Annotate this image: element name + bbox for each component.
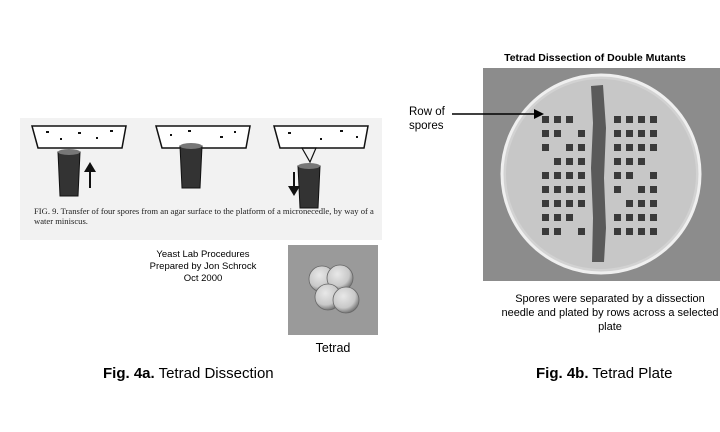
fig9-caption: FIG. 9. Transfer of four spores from an … (34, 206, 374, 226)
spore-spot (566, 158, 573, 165)
spore-spot (566, 116, 573, 123)
spore-spot (614, 144, 621, 151)
spore-spot (626, 228, 633, 235)
spore-spot (626, 214, 633, 221)
spore-spot (614, 172, 621, 179)
spore-spot (638, 130, 645, 137)
spore-spot (650, 116, 657, 123)
spore-spot (638, 186, 645, 193)
spore-spot (578, 228, 585, 235)
credit-line: Oct 2000 (183, 273, 223, 284)
spore-spot (542, 144, 549, 151)
spore-spot (638, 144, 645, 151)
spore-spot (650, 228, 657, 235)
credit-line: Yeast Lab Procedures (156, 249, 250, 260)
spore-spot (566, 214, 573, 221)
spore-spot (638, 158, 645, 165)
fig-4b-label: Fig. 4b. Tetrad Plate (536, 365, 672, 382)
spore-spot (614, 228, 621, 235)
spore-spot (566, 172, 573, 179)
row-label-line: spores (409, 120, 444, 132)
fig-4a-label: Fig. 4a. Tetrad Dissection (103, 365, 274, 382)
spore-spot (638, 214, 645, 221)
spore-spot (554, 186, 561, 193)
credit-line: Prepared by Jon Schrock (149, 261, 257, 272)
fig9-illustration: FIG. 9. Transfer of four spores from an … (20, 118, 382, 240)
spore-spot (554, 200, 561, 207)
spore-spot (578, 186, 585, 193)
spore-spot (626, 116, 633, 123)
row-of-spores-label: Row of spores (409, 105, 445, 133)
credit-block: Yeast Lab Procedures Prepared by Jon Sch… (138, 249, 268, 285)
spore-spot (650, 144, 657, 151)
micro-needle-drawing (31, 125, 369, 209)
spore-spot (650, 214, 657, 221)
spore-spot (542, 200, 549, 207)
spore-spot (554, 214, 561, 221)
tetrad-micrograph (288, 245, 378, 335)
spore-spot (578, 130, 585, 137)
spore-spot (554, 130, 561, 137)
spore-spot (554, 228, 561, 235)
spore-spot (578, 200, 585, 207)
spore-spot (638, 228, 645, 235)
spore-spot (626, 144, 633, 151)
spore-spot (578, 158, 585, 165)
spore-spot (650, 172, 657, 179)
spore-spot (626, 200, 633, 207)
spore-spot (626, 172, 633, 179)
spore-spot (614, 116, 621, 123)
spore-spot (566, 144, 573, 151)
plate-description: Spores were separated by a dissection ne… (501, 293, 719, 333)
spore-spot (542, 130, 549, 137)
spore-spot (554, 158, 561, 165)
spore-spot (542, 186, 549, 193)
spore-spot (614, 130, 621, 137)
fig-4a-number: Fig. 4a. (103, 365, 155, 382)
spore-spot (638, 200, 645, 207)
spore-spot (578, 172, 585, 179)
spore-spot (614, 214, 621, 221)
tetrad-label: Tetrad (315, 341, 351, 355)
spore-spot (626, 158, 633, 165)
spore-spot (650, 130, 657, 137)
spore-spot (626, 130, 633, 137)
spore-spot (542, 172, 549, 179)
spore-spot (542, 214, 549, 221)
spore-spot (650, 186, 657, 193)
tetrad-plate-photo (483, 68, 720, 281)
pointer-arrow (452, 109, 544, 119)
spore-spot (650, 200, 657, 207)
spore-spot (554, 172, 561, 179)
spore-spot (542, 228, 549, 235)
spore-spot (638, 116, 645, 123)
fig-4b-text: Tetrad Plate (592, 365, 673, 382)
row-label-line: Row of (409, 106, 445, 118)
spore-spot (614, 158, 621, 165)
fig-4a-text: Tetrad Dissection (158, 365, 274, 382)
spore-spot (554, 116, 561, 123)
plate-title: Tetrad Dissection of Double Mutants (504, 52, 686, 64)
spore-spot (566, 186, 573, 193)
spore-spot (542, 116, 549, 123)
spore-spot (614, 186, 621, 193)
spore-spot (578, 144, 585, 151)
spore-spot (566, 200, 573, 207)
fig-4b-number: Fig. 4b. (536, 365, 589, 382)
